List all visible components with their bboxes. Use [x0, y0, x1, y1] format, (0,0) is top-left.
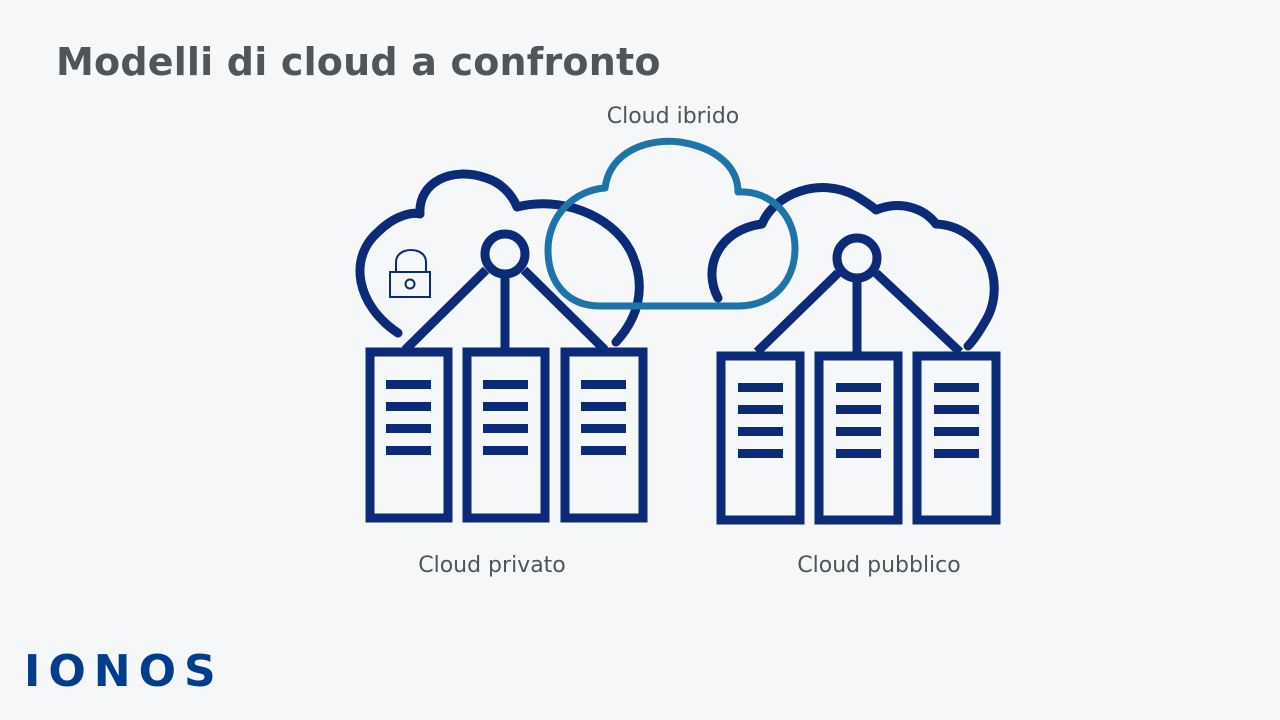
- public-server-icon-1: [716, 351, 805, 525]
- hybrid-cloud-label: Cloud ibrido: [606, 104, 740, 129]
- public-server-icon-2: [814, 351, 903, 525]
- public-server-icon-3: [912, 351, 1001, 525]
- private-server-icon-1: [365, 347, 453, 523]
- hybrid-cloud-icon: [544, 137, 799, 310]
- public-cloud-icon: [707, 183, 999, 351]
- public-network-connector: [753, 233, 964, 356]
- public-cloud-label: Cloud pubblico: [797, 553, 961, 578]
- private-network-connector: [401, 229, 609, 354]
- private-cloud-icon: [355, 169, 644, 347]
- private-server-icon-3: [560, 347, 648, 523]
- private-server-icon-2: [462, 347, 550, 523]
- private-cloud-label: Cloud privato: [418, 553, 566, 578]
- page-title: Modelli di cloud a confronto: [56, 40, 661, 84]
- ionos-logo: IONOS: [24, 646, 224, 697]
- lock-icon: [389, 249, 431, 298]
